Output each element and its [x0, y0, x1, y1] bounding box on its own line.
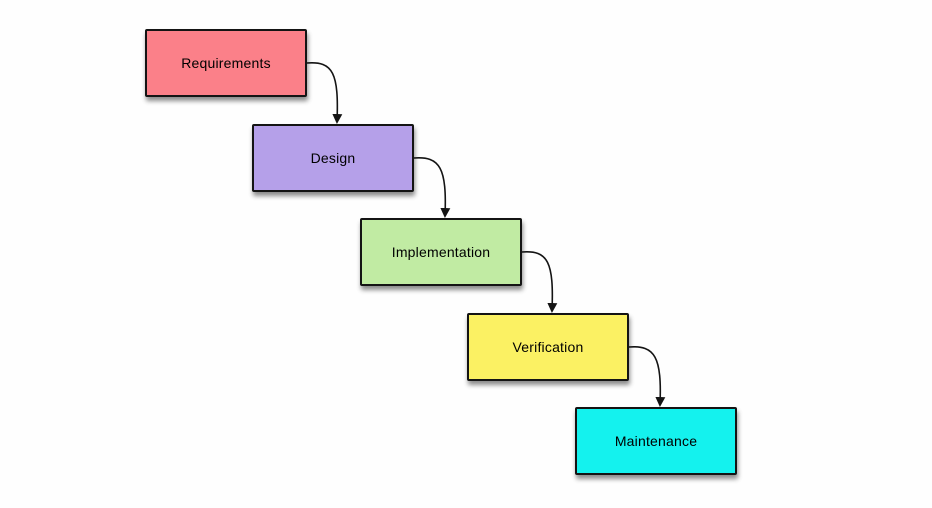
stage-label-design: Design: [310, 150, 356, 166]
stage-box-implementation: Implementation: [360, 218, 522, 286]
arrow-requirements-to-design-icon: [306, 62, 343, 124]
arrow-verification-to-maintenance-icon: [628, 346, 666, 407]
stage-box-requirements: Requirements: [145, 29, 307, 97]
stage-label-maintenance: Maintenance: [614, 433, 698, 449]
stage-label-requirements: Requirements: [181, 55, 271, 71]
arrow-design-to-implementation-icon: [413, 157, 451, 218]
stage-box-design: Design: [252, 124, 414, 192]
stage-box-maintenance: Maintenance: [575, 407, 737, 475]
arrow-implementation-to-verification-icon: [521, 251, 558, 313]
stage-label-verification: Verification: [512, 339, 584, 355]
stage-label-implementation: Implementation: [391, 244, 491, 260]
stage-box-verification: Verification: [467, 313, 629, 381]
